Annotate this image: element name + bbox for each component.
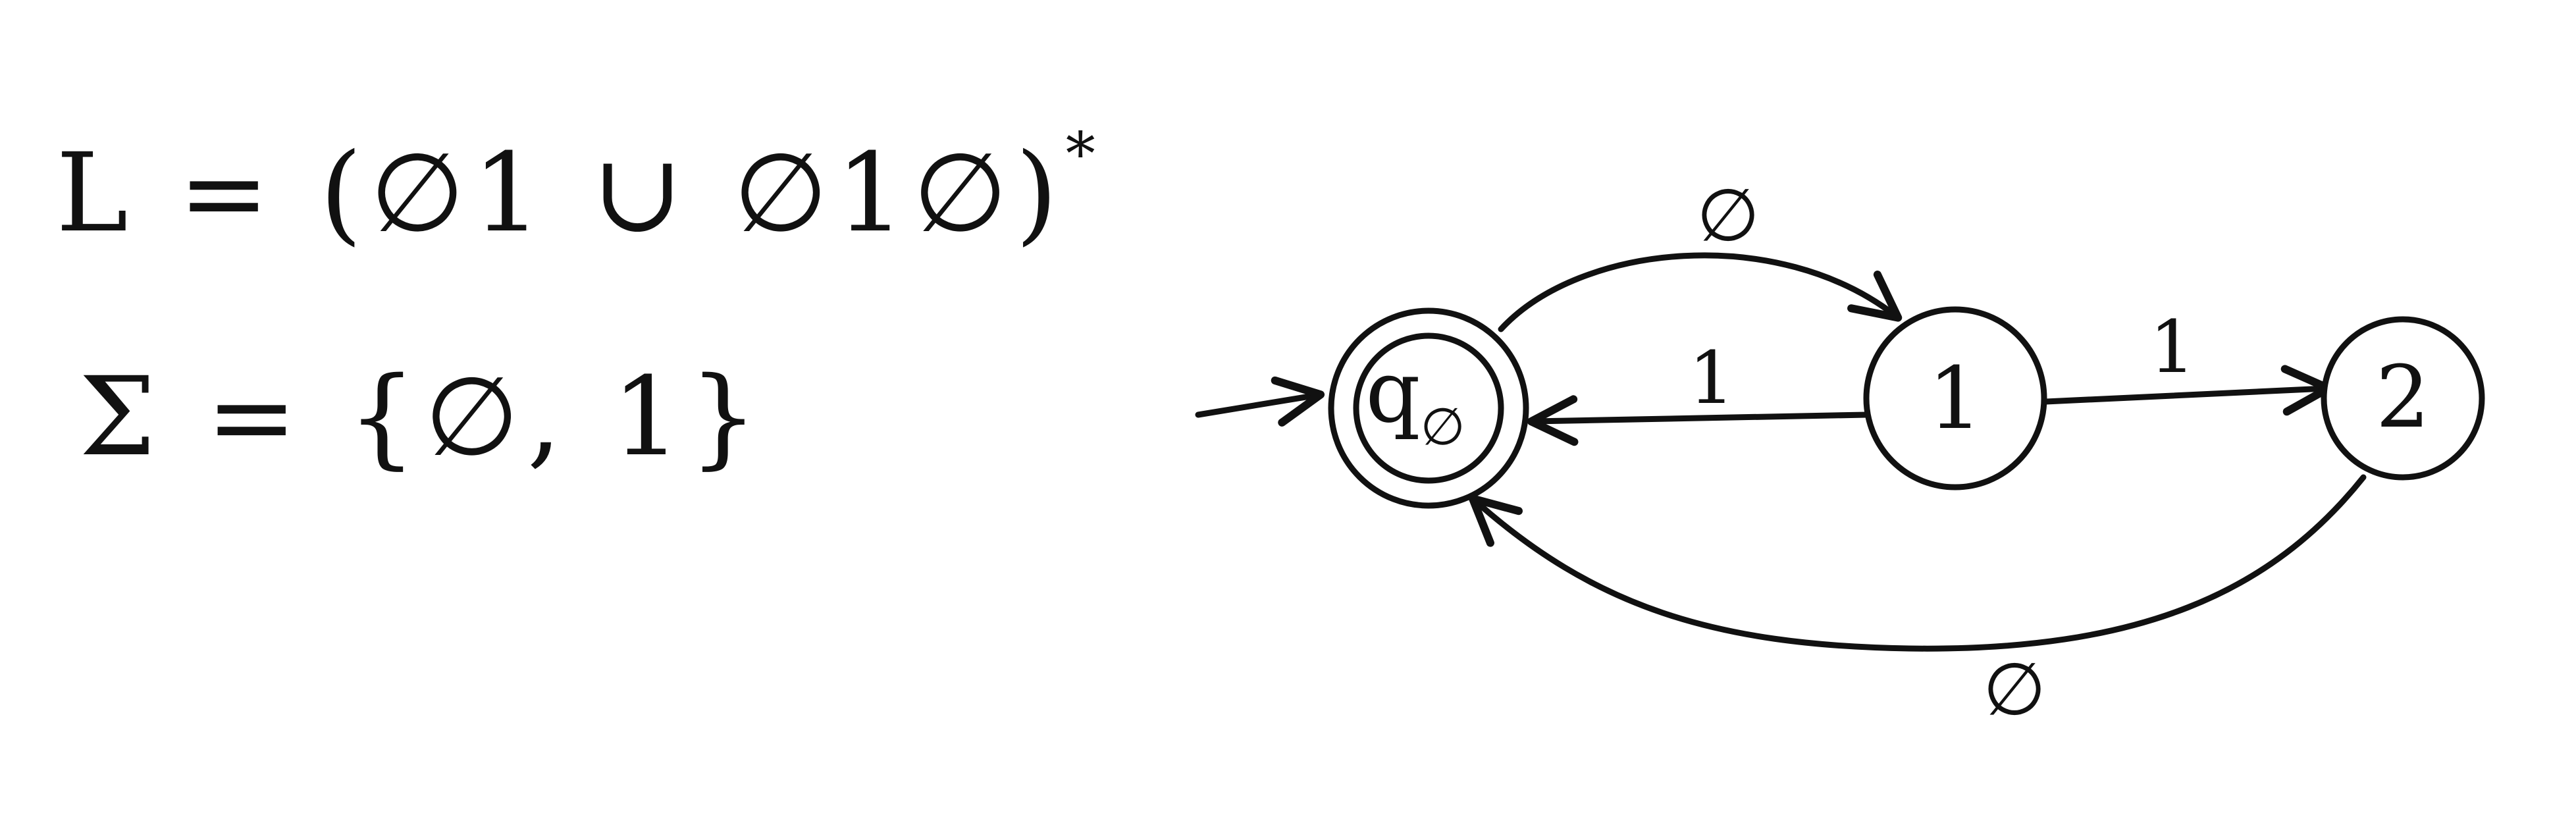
alphabet-expression: Σ = {∅, 1} bbox=[79, 354, 766, 480]
state-1-ring bbox=[1863, 306, 2047, 490]
edge-label-q0-to-1: ∅ bbox=[1696, 173, 1760, 257]
state-2-ring bbox=[2321, 316, 2485, 481]
start-arrow bbox=[1195, 376, 1325, 427]
state-2: 2 bbox=[2321, 316, 2485, 481]
edge-1-to-q0 bbox=[1527, 395, 1870, 446]
edge-label-2-to-q0: ∅ bbox=[1983, 647, 2046, 731]
state-1: 1 bbox=[1863, 306, 2047, 490]
edge-label-1-to-q0: 1 bbox=[1689, 336, 1735, 420]
edge-1-to-2 bbox=[2043, 365, 2333, 416]
language-definition: L = (∅1 ∪ ∅1∅)* bbox=[56, 120, 1103, 256]
state-1-label: 1 bbox=[1928, 348, 1983, 448]
state-q0-inner-ring bbox=[1353, 332, 1504, 484]
state-q0-label: q∅ bbox=[1365, 342, 1465, 457]
edge-q0-to-1 bbox=[1498, 252, 1903, 332]
state-2-label: 2 bbox=[2376, 347, 2431, 447]
language-expression: L = (∅1 ∪ ∅1∅)* bbox=[56, 120, 1103, 256]
edge-label-1-to-2: 1 bbox=[2149, 305, 2195, 389]
state-q0: q∅ bbox=[1328, 307, 1529, 509]
alphabet-definition: Σ = {∅, 1} bbox=[79, 354, 766, 480]
edge-2-to-q0 bbox=[1468, 474, 2367, 652]
